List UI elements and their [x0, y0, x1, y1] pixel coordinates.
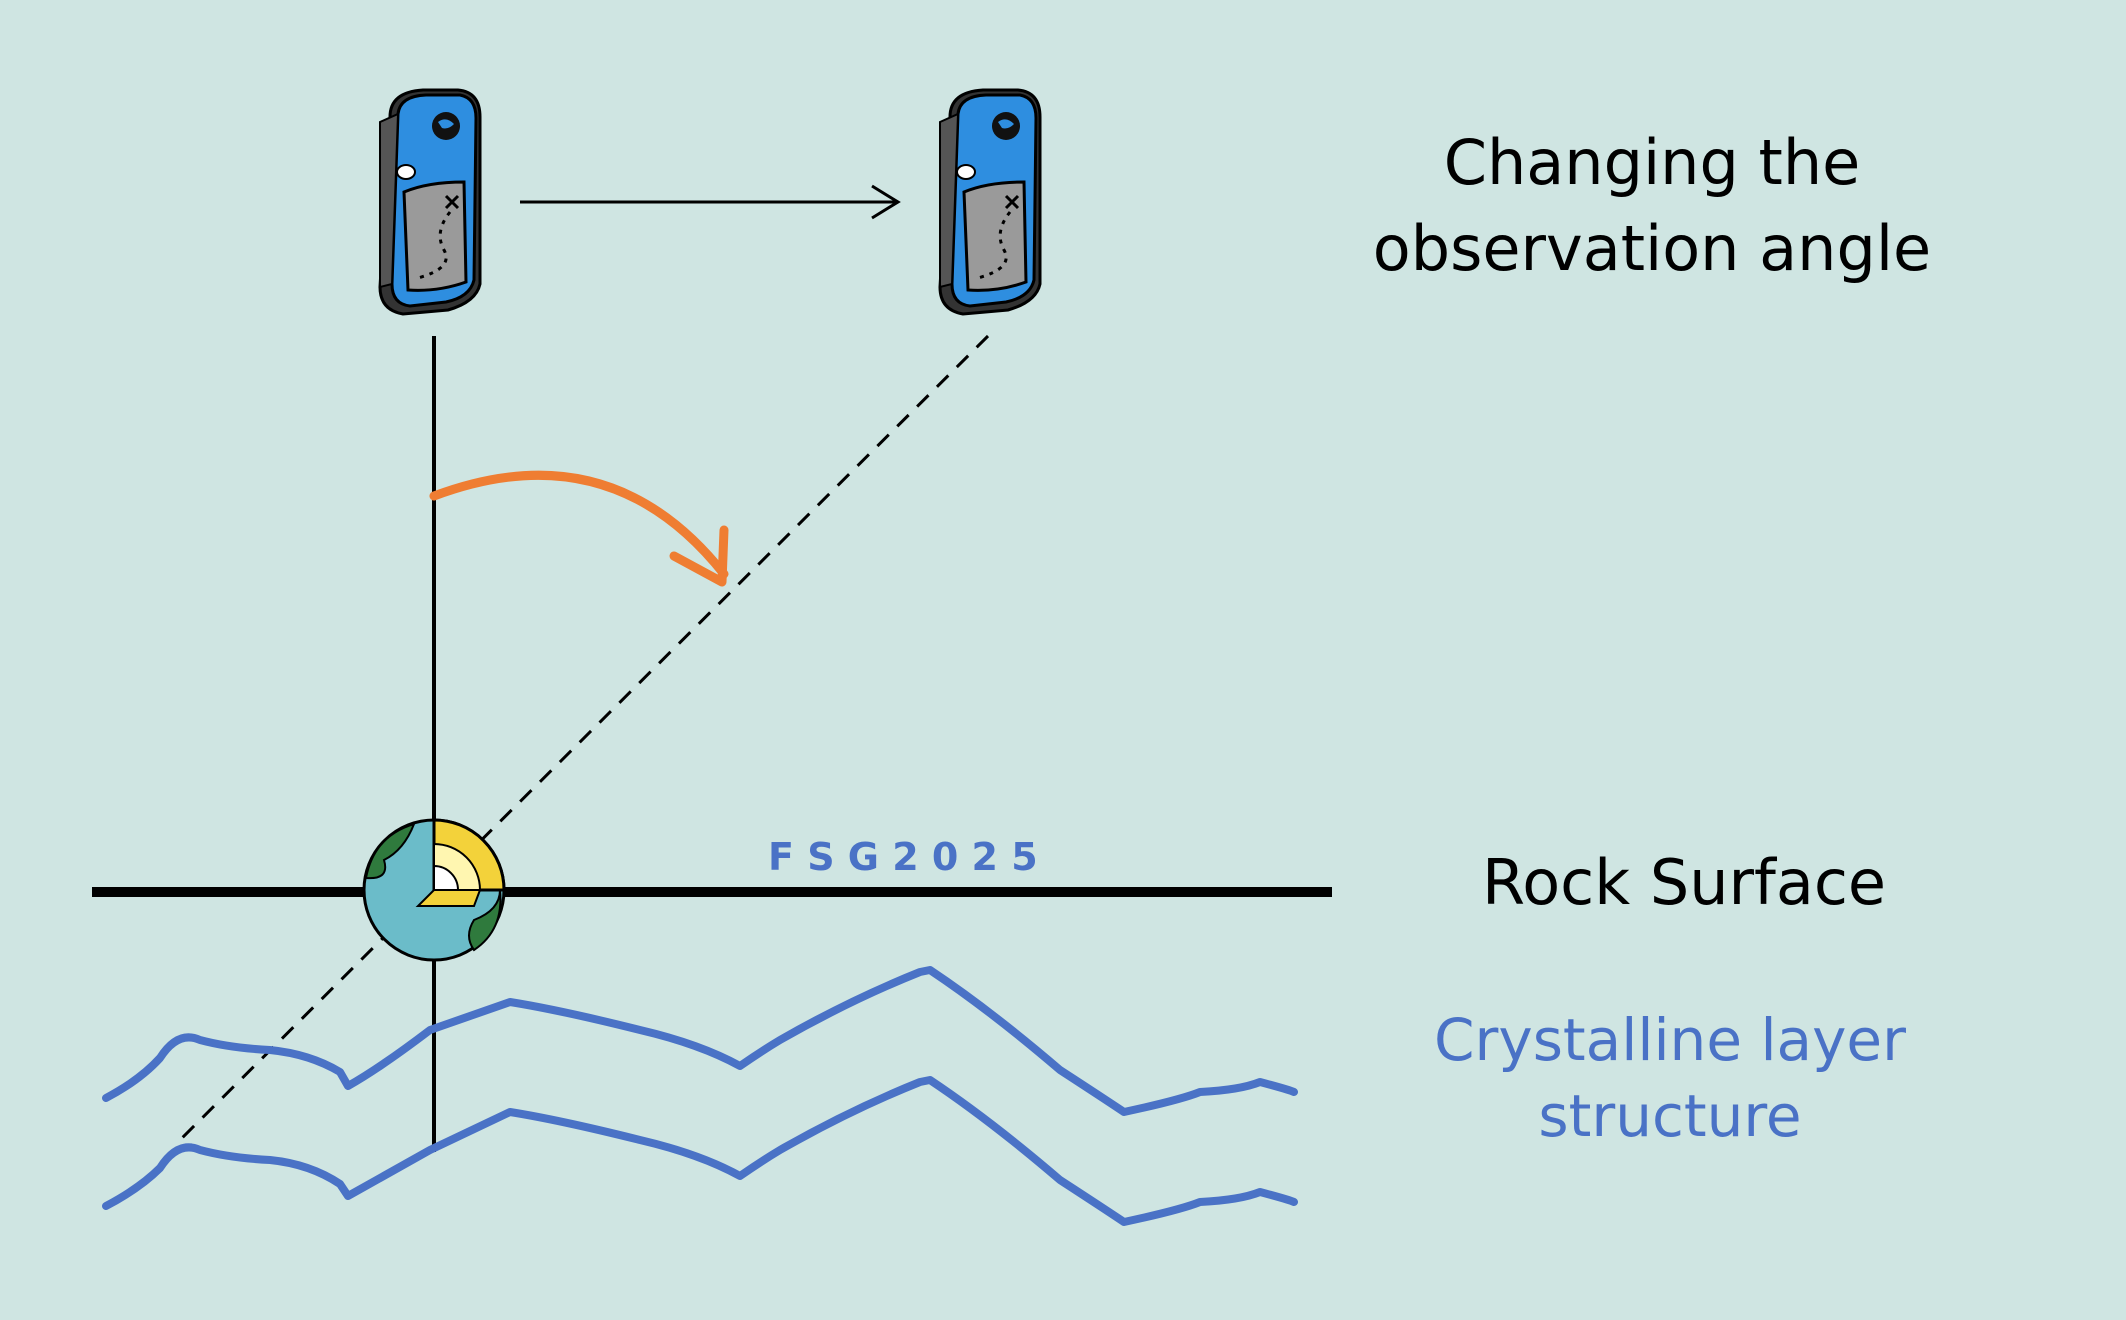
- oblique-observation-line: [178, 334, 990, 1142]
- crystal-layer-lower: [102, 1076, 1298, 1226]
- diagram-title-line-2: observation angle: [1373, 212, 1931, 285]
- arrow-right-icon: [520, 184, 901, 220]
- crystal-layer-upper: [102, 966, 1298, 1116]
- rock-surface-label: Rock Surface: [1482, 846, 1886, 919]
- diagram-title-line-1: Changing the: [1444, 126, 1861, 199]
- curved-arrow-icon: [429, 470, 729, 587]
- gps-device-icon: [938, 88, 1042, 316]
- crystal-layer-label-line-2: structure: [1538, 1082, 1801, 1150]
- crystal-layer-label-line-1: Crystalline layer: [1434, 1006, 1906, 1074]
- gps-device-icon: [378, 88, 482, 316]
- watermark: F S G 2 0 2 5: [768, 835, 1038, 879]
- earth-core-icon: [362, 818, 506, 962]
